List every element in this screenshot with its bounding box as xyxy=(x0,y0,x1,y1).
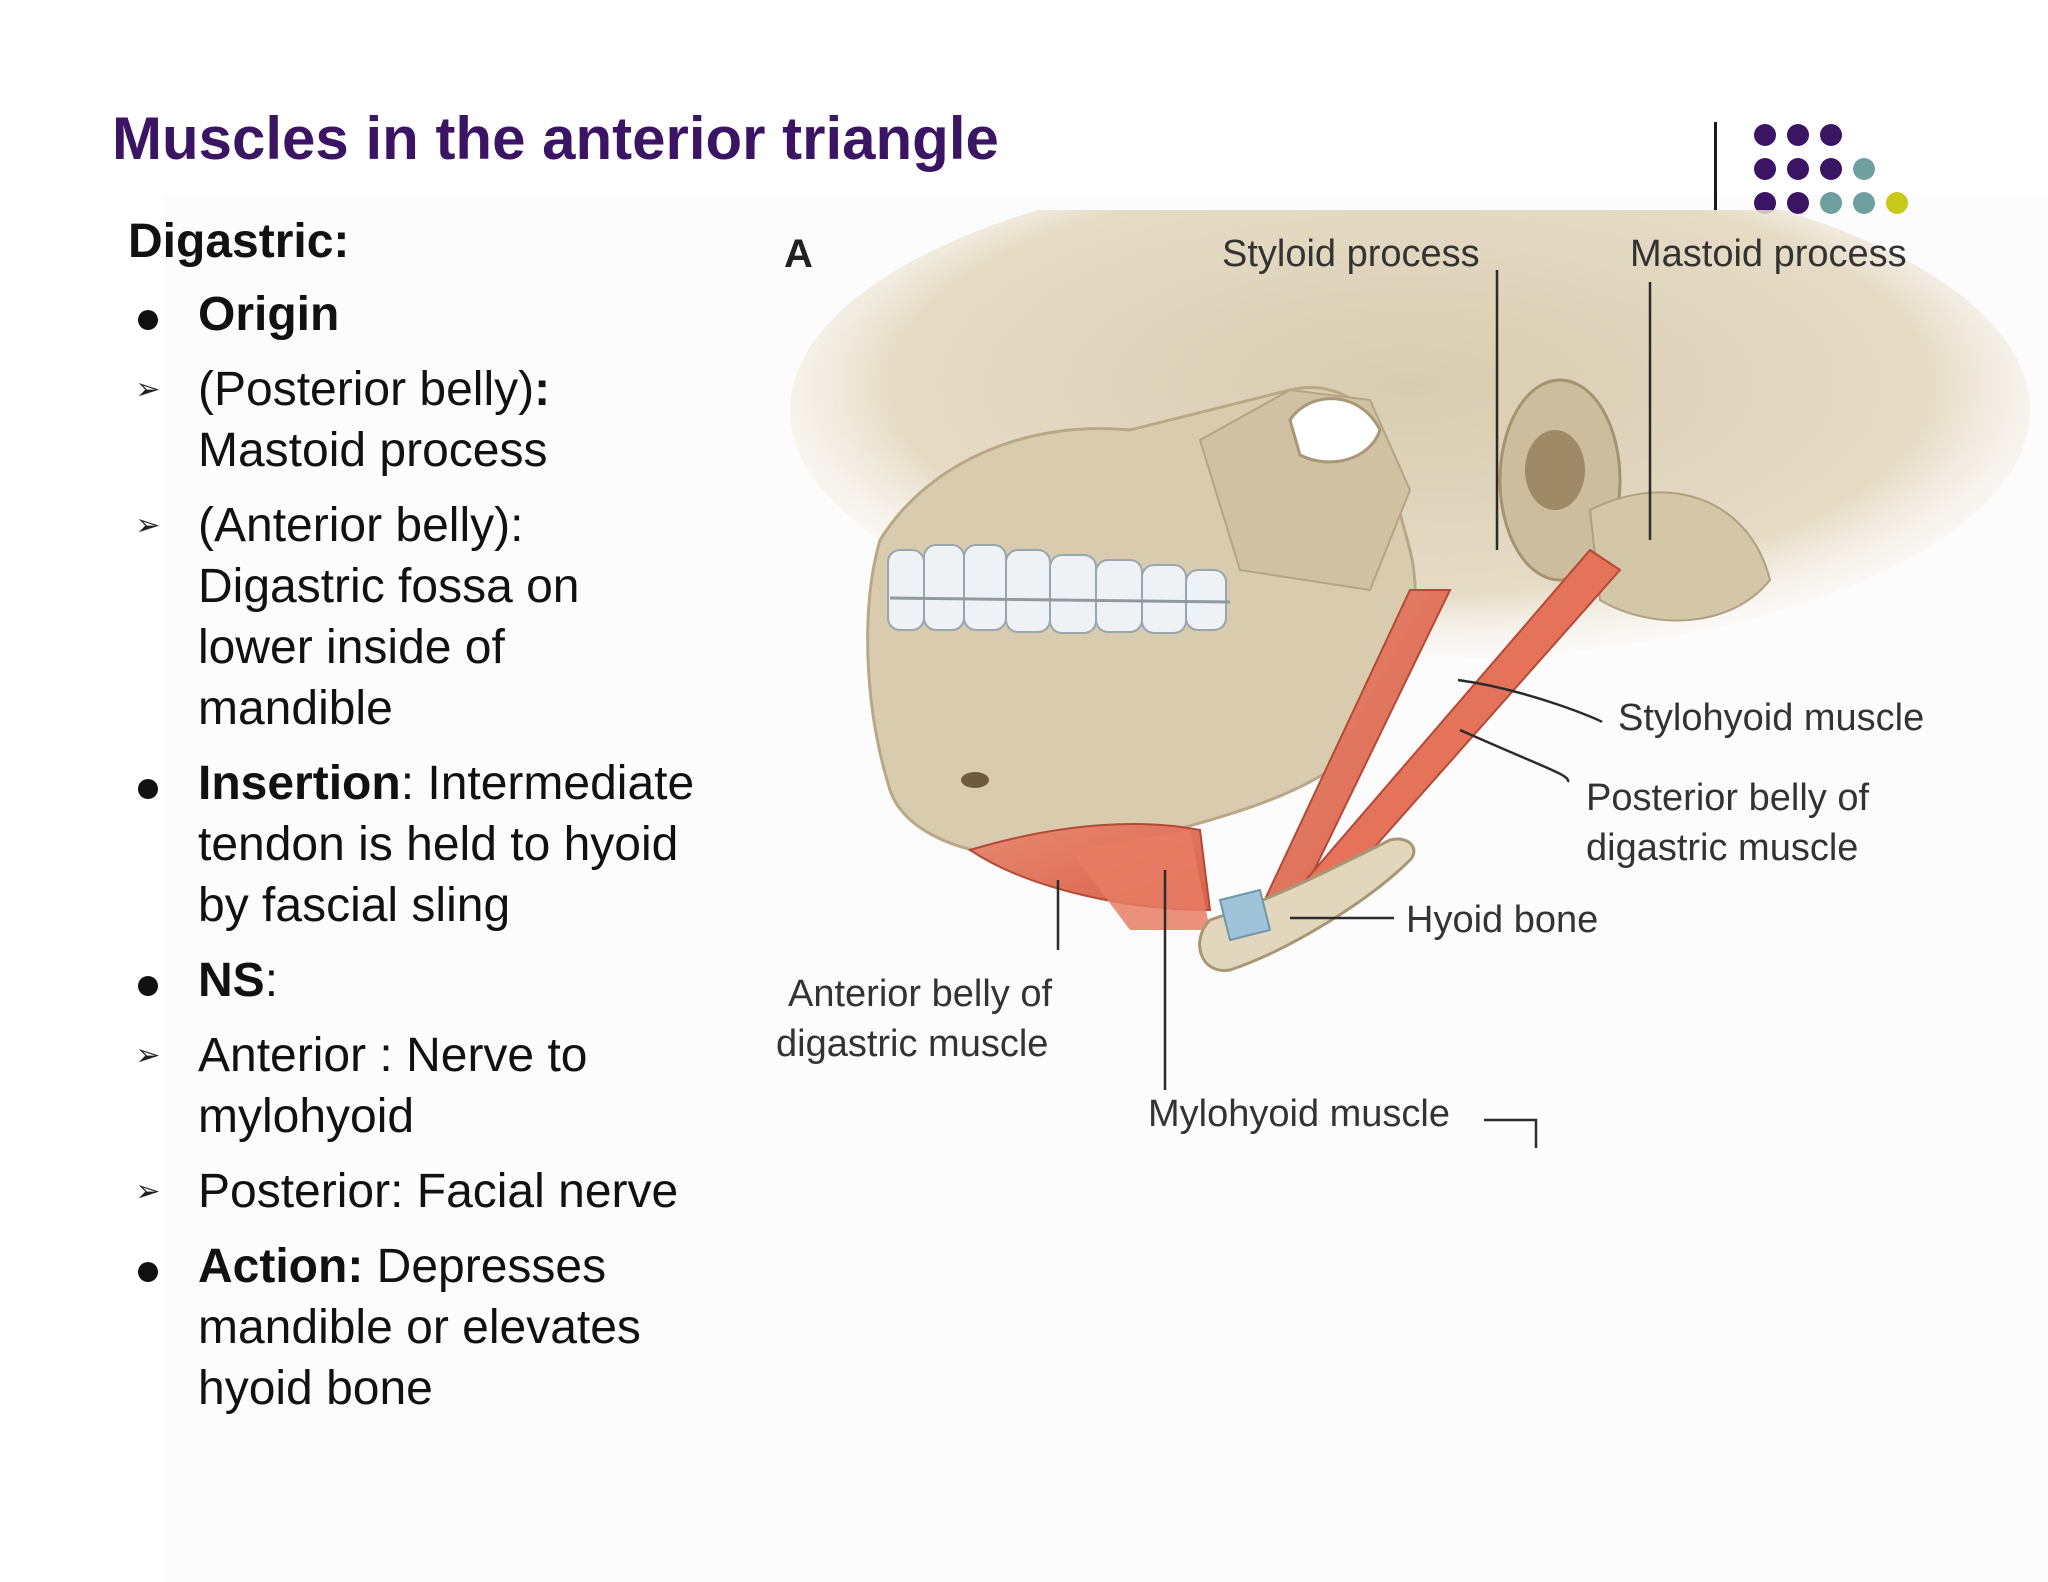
item-text: Mastoid process xyxy=(198,424,548,477)
decor-dot xyxy=(1787,158,1809,180)
item-bold: NS xyxy=(198,954,265,1007)
panel-letter: A xyxy=(784,232,813,276)
text-column: Digastric: Origin ➢ (Posterior belly): M… xyxy=(128,212,768,1433)
item-text: : xyxy=(264,954,279,1007)
list-item: ➢ (Posterior belly): Mastoid process xyxy=(128,359,768,481)
decor-dot xyxy=(1754,124,1776,146)
decor-dot xyxy=(1853,158,1875,180)
list-item: Origin xyxy=(128,284,768,345)
list-item: ➢ (Anterior belly): Digastric fossa on l… xyxy=(128,495,768,739)
item-bold: Action: xyxy=(198,1240,364,1293)
item-text: tendon is held to hyoid xyxy=(198,818,679,871)
label-anterior-belly-line2: digastric muscle xyxy=(776,1023,1049,1065)
slide-title: Muscles in the anterior triangle xyxy=(112,105,999,172)
item-text: mylohyoid xyxy=(198,1090,415,1143)
label-hyoid-bone: Hyoid bone xyxy=(1406,899,1599,941)
item-text: (Anterior belly): xyxy=(198,499,524,552)
item-text: : Intermediate xyxy=(400,757,695,810)
item-text: hyoid bone xyxy=(198,1362,433,1415)
decor-dot xyxy=(1820,158,1842,180)
bullet-icon xyxy=(128,1236,168,1297)
list-item: NS: xyxy=(128,950,768,1011)
item-text: Posterior: Facial nerve xyxy=(198,1165,679,1218)
decor-dot xyxy=(1787,124,1809,146)
anatomy-figure: A Styloid process Mastoid process Styloh… xyxy=(770,160,2048,1170)
item-bold: Insertion xyxy=(198,757,401,810)
item-text: Digastric fossa on xyxy=(198,560,580,613)
item-text: Anterior : Nerve to xyxy=(198,1029,588,1082)
item-text: Depresses xyxy=(363,1240,607,1293)
list-item: ➢ Posterior: Facial nerve xyxy=(128,1161,768,1222)
list-item: Action: Depresses mandible or elevates h… xyxy=(128,1236,768,1419)
list-item: Insertion: Intermediate tendon is held t… xyxy=(128,753,768,936)
section-heading: Digastric: xyxy=(128,215,350,268)
bullet-icon xyxy=(128,284,168,345)
decor-dot xyxy=(1820,124,1842,146)
label-mylohyoid-muscle: Mylohyoid muscle xyxy=(1148,1093,1450,1135)
bullet-icon xyxy=(128,950,168,1011)
item-bold: Origin xyxy=(198,288,340,341)
bullet-icon xyxy=(128,753,168,814)
item-text: mandible xyxy=(198,682,393,735)
item-text: lower inside of xyxy=(198,621,505,674)
item-text: by fascial sling xyxy=(198,879,511,932)
label-posterior-belly: Posterior belly of xyxy=(1586,777,1870,819)
label-mastoid-process: Mastoid process xyxy=(1630,233,1907,275)
item-text: mandible or elevates xyxy=(198,1301,641,1354)
item-bold: : xyxy=(534,363,551,416)
label-stylohyoid-muscle: Stylohyoid muscle xyxy=(1618,697,1925,739)
list-item: ➢ Anterior : Nerve to mylohyoid xyxy=(128,1025,768,1147)
decor-dot xyxy=(1754,158,1776,180)
arrow-bullet-icon: ➢ xyxy=(135,373,161,406)
label-posterior-belly-line2: digastric muscle xyxy=(1586,827,1859,869)
item-text: (Posterior belly) xyxy=(198,363,535,416)
skull-illustration xyxy=(790,160,2030,1148)
arrow-bullet-icon: ➢ xyxy=(135,1175,161,1208)
label-anterior-belly: Anterior belly of xyxy=(788,973,1053,1015)
label-styloid-process: Styloid process xyxy=(1222,233,1480,275)
arrow-bullet-icon: ➢ xyxy=(135,509,161,542)
arrow-bullet-icon: ➢ xyxy=(135,1039,161,1072)
title-divider xyxy=(1714,122,1717,230)
